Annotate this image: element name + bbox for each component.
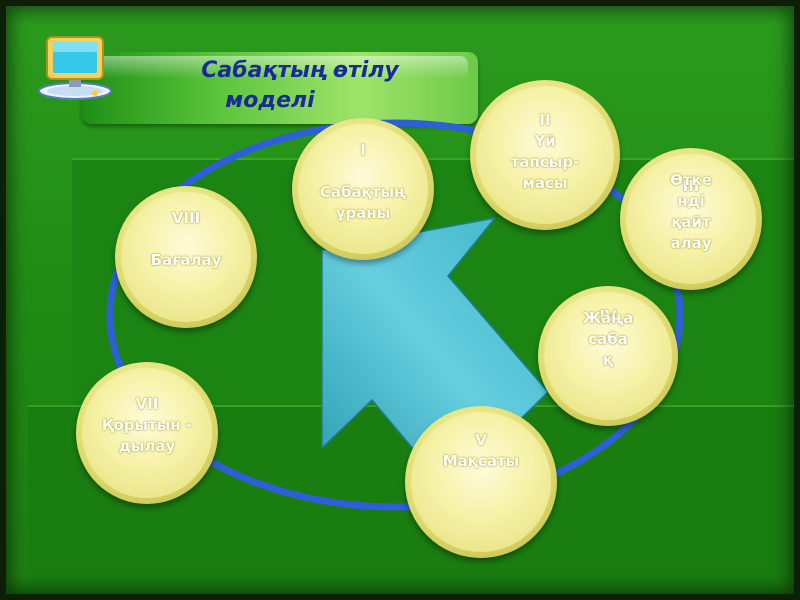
circle-2-number: II xyxy=(539,111,551,129)
circle-8-label: Бағалау xyxy=(150,251,222,269)
circle-8-number: VIII xyxy=(171,209,201,227)
circle-4-label: Жаңа саба қ xyxy=(582,309,634,369)
page-title: Сабақтың өтілу моделі xyxy=(150,56,450,116)
title-bar xyxy=(82,52,478,124)
circle-8: VIII Бағалау xyxy=(115,186,257,328)
circle-4: IV Жаңа саба қ xyxy=(538,286,678,426)
cycle-ring xyxy=(106,119,684,511)
circle-1-label: Сабақтың ұраны xyxy=(319,183,407,222)
circle-7-label: Қорытын - дылау xyxy=(101,416,193,455)
circle-1: I Сабақтың ұраны xyxy=(292,118,434,260)
circle-2-label: Үй тапсыр- масы xyxy=(510,132,580,192)
circle-1-number: I xyxy=(360,141,366,159)
circle-7-number: VII xyxy=(135,395,159,413)
circle-7: VII Қорытын - дылау xyxy=(76,362,218,504)
title-line-1: Сабақтың өтілу xyxy=(201,58,399,83)
computer-icon xyxy=(38,36,112,100)
circle-5-label: Мақсаты xyxy=(442,452,520,470)
circle-3-number: III xyxy=(682,177,700,195)
title-line-2: моделі xyxy=(225,88,315,113)
circle-2: II Үй тапсыр- масы xyxy=(470,80,620,230)
circle-3-label: Өтке нді қайт алау xyxy=(670,171,712,252)
circle-5: V Мақсаты xyxy=(405,406,557,558)
circle-4-number: IV xyxy=(599,307,617,325)
circle-3: III Өтке нді қайт алау xyxy=(620,148,762,290)
circle-5-number: V xyxy=(475,431,487,449)
